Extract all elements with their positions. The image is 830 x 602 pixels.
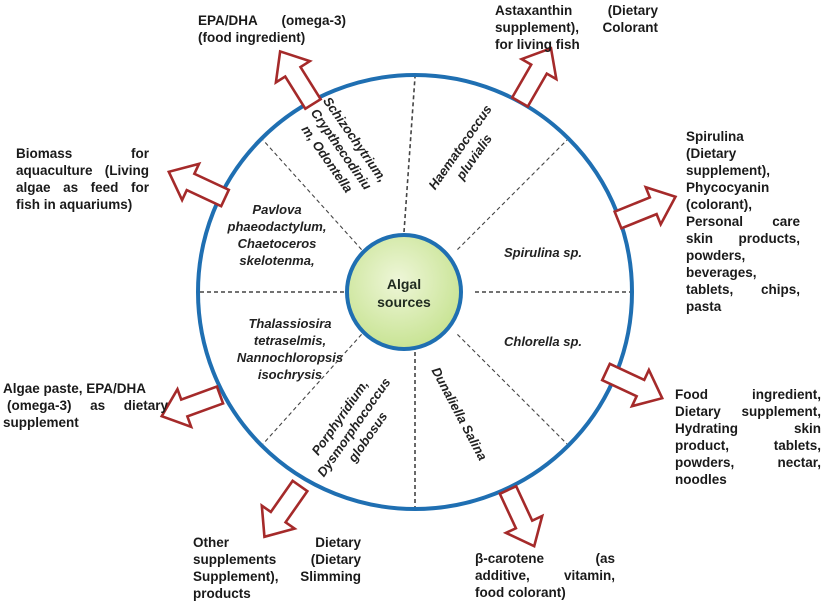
application-line: Algae paste, EPA/DHA [3, 381, 147, 396]
segment-right-lower: Chlorella sp. [504, 334, 582, 349]
outer-circle [196, 73, 634, 511]
segment-left-upper: Pavlova phaeodactylum, Chaetoceros skelo… [227, 202, 327, 268]
application-right-lower: Food ingredient, Dietary supplement, Hyd… [675, 386, 821, 488]
application-line: Hydrating skin [675, 421, 821, 436]
application-line: supplements (Dietary [193, 552, 361, 567]
divider-line [262, 139, 362, 250]
application-line: product, tablets, [675, 438, 821, 453]
segment-dividers [200, 76, 630, 507]
application-line: powders, nectar, [675, 455, 821, 470]
application-arrows [159, 46, 678, 549]
segment-top-left: Schizochytrium, Crypthecodiniu m, Odonte… [299, 94, 391, 195]
divider-line [457, 139, 568, 250]
species-line: phaeodactylum, [227, 219, 327, 234]
application-line: (colorant), [686, 197, 752, 212]
species-line: Pavlova [252, 202, 301, 217]
application-line: Astaxanthin (Dietary [495, 3, 658, 18]
application-line: additive, vitamin, [475, 568, 615, 583]
block-arrow-icon [498, 484, 545, 549]
species-line: tetraselmis, [254, 333, 326, 348]
application-line: food colorant) [475, 585, 566, 600]
application-top-right: Astaxanthin (Dietary supplement), Colora… [495, 2, 658, 53]
application-line: aquaculture (Living [16, 163, 149, 178]
species-line: Nannochloropsis [237, 350, 343, 365]
block-arrow-icon [166, 161, 231, 208]
divider-line [403, 76, 416, 233]
application-line: pasta [686, 299, 722, 314]
application-line: supplement), Colorant [495, 20, 658, 35]
divider-line [262, 334, 362, 445]
block-arrow-icon [510, 46, 559, 109]
application-line: (food ingredient) [198, 30, 306, 45]
application-line: EPA/DHA (omega-3) [198, 13, 346, 28]
species-line: Thalassiosira [248, 316, 331, 331]
species-line: Chaetoceros [238, 236, 317, 251]
segment-right-upper: Spirulina sp. [504, 245, 582, 260]
application-top-left: EPA/DHA (omega-3) (food ingredient) [198, 12, 346, 46]
center-label-line-2: sources [377, 294, 431, 310]
application-bottom-right: β-carotene (as additive, vitamin, food c… [475, 550, 615, 601]
segment-left-lower: Thalassiosira tetraselmis, Nannochlorops… [237, 316, 343, 382]
species-line: isochrysis [258, 367, 322, 382]
application-line: (omega-3) as dietary [7, 398, 168, 413]
application-line: beverages, [686, 265, 757, 280]
application-line: algae as feed for [16, 180, 149, 195]
species-line: Dunaliella Salina [429, 365, 491, 463]
application-line: tablets, chips, [686, 282, 800, 297]
segment-bottom-left: Porphyridium, Dysmorphococcus globosus [308, 375, 393, 479]
application-line: Spirulina [686, 129, 744, 144]
application-left-upper: Biomass for aquaculture (Living algae as… [16, 145, 149, 213]
segment-bottom-right: Dunaliella Salina [429, 365, 491, 463]
application-line: powders, [686, 248, 746, 263]
application-line: Dietary supplement, [675, 404, 821, 419]
application-line: for living fish [495, 37, 580, 52]
block-arrow-icon [274, 49, 323, 111]
center-label-line-1: Algal [387, 276, 421, 292]
block-arrow-icon [600, 362, 665, 409]
application-line: supplement), [686, 163, 771, 178]
application-line: Phycocyanin [686, 180, 770, 195]
block-arrow-icon [612, 185, 678, 231]
application-line: fish in aquariums) [16, 197, 133, 212]
application-line: Biomass for [16, 146, 149, 161]
application-line: Other Dietary [193, 535, 361, 550]
application-line: Personal care [686, 214, 800, 229]
application-line: β-carotene (as [475, 551, 615, 566]
application-line: noodles [675, 472, 727, 487]
application-line: Supplement), Slimming [193, 569, 361, 584]
block-arrow-icon [159, 384, 225, 429]
application-line: skin products, [686, 231, 800, 246]
species-line: skelotenma, [239, 253, 314, 268]
application-line: supplement [3, 415, 79, 430]
divider-line [457, 334, 568, 445]
application-right-upper: Spirulina (Dietary supplement), Phycocya… [686, 128, 800, 315]
application-bottom-left: Other Dietary supplements (Dietary Suppl… [193, 534, 361, 602]
center-circle [345, 233, 463, 351]
block-arrow-icon [260, 479, 310, 539]
application-line: (Dietary [686, 146, 737, 161]
application-line: Food ingredient, [675, 387, 821, 402]
application-left-lower: Algae paste, EPA/DHA (omega-3) as dietar… [3, 380, 168, 431]
segment-top-right: Haematococcus pluvialis [425, 102, 495, 192]
application-line: products [193, 586, 251, 601]
